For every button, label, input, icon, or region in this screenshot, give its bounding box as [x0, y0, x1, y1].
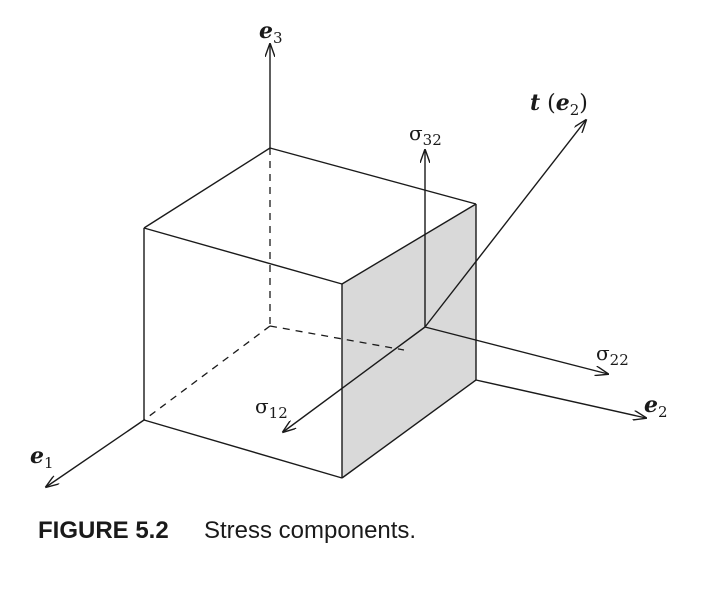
- cube-edge-bottom-right: [341, 379, 477, 479]
- stress-vectors: [283, 120, 608, 432]
- cube-edge-top-front: [143, 227, 343, 285]
- label-sigma22: σ22: [596, 341, 629, 369]
- axis-e1-arrow: [46, 419, 145, 487]
- cube-edge-top-right: [341, 203, 477, 285]
- traction-arrow: [424, 120, 586, 328]
- label-e1: e1: [30, 443, 54, 472]
- label-sigma32: σ32: [409, 121, 442, 149]
- label-traction-t-e2: t (e2): [530, 90, 588, 119]
- axis-e2-arrow: [475, 379, 646, 418]
- hidden-edges: [143, 148, 405, 421]
- cube-edge-top-back: [269, 147, 477, 205]
- shaded-face-e2: [342, 204, 476, 478]
- figure-caption-text: Stress components.: [204, 517, 417, 544]
- hidden-edge-to-e2: [269, 325, 405, 351]
- cube-edge-bottom-front: [143, 419, 343, 479]
- figure-caption-label: FIGURE 5.2: [38, 517, 169, 544]
- label-sigma12: σ12: [255, 394, 288, 422]
- axes: [46, 44, 646, 487]
- cube-edge-top-left: [143, 147, 271, 229]
- cube-edges: [143, 147, 477, 479]
- hidden-edge-to-e1: [143, 325, 271, 421]
- sigma12-arrow: [283, 326, 426, 432]
- sigma22-arrow: [424, 326, 608, 374]
- label-e2: e2: [644, 392, 668, 421]
- label-e3: e3: [259, 18, 283, 47]
